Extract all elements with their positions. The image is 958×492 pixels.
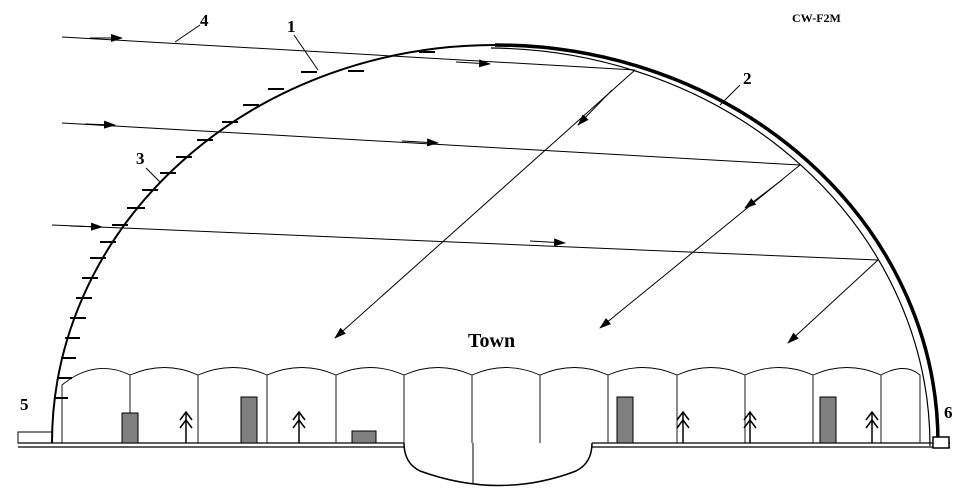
- left-base-block: [17, 431, 53, 444]
- trees: [179, 410, 879, 443]
- building: [351, 430, 377, 444]
- tree-icon: [865, 410, 879, 443]
- diagram-code: CW-F2M: [792, 11, 841, 25]
- callout-5: 5: [20, 395, 29, 414]
- underground-chamber: [403, 442, 593, 487]
- building: [616, 396, 634, 444]
- sun-rays: [51, 34, 879, 261]
- buildings: [121, 396, 837, 444]
- building: [121, 412, 139, 444]
- foundation: [17, 431, 950, 487]
- tree-icon: [676, 410, 690, 443]
- reflected-rays: [334, 69, 879, 344]
- small-structure: [932, 436, 950, 449]
- callout-leaders: [145, 24, 741, 183]
- callout-2: 2: [743, 69, 752, 88]
- building: [819, 396, 837, 444]
- callout-4: 4: [200, 11, 209, 30]
- callout-6: 6: [944, 403, 953, 422]
- louvers: [54, 44, 516, 399]
- tree-icon: [292, 410, 306, 443]
- callout-1: 1: [287, 17, 296, 36]
- reflective-layer: [490, 47, 931, 447]
- callout-3: 3: [136, 149, 145, 168]
- building: [240, 396, 258, 444]
- tree-icon: [743, 410, 757, 443]
- inner-domes: [61, 367, 921, 443]
- town-label: Town: [468, 330, 515, 352]
- tree-icon: [179, 410, 193, 443]
- reflective-coating: [494, 43, 940, 444]
